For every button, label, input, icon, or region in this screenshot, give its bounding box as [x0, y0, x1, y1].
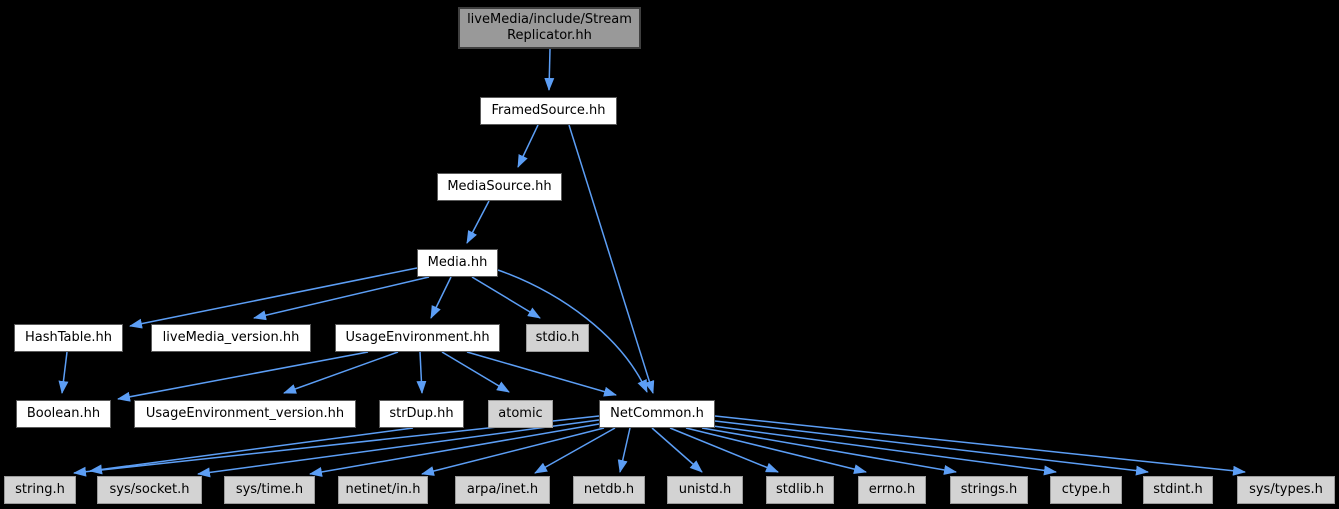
edge-hash_table-to-boolean — [58, 351, 69, 394]
node-label: string.h — [15, 482, 65, 498]
edge-net_common-to-errno_h — [685, 427, 867, 475]
edge-net_common-to-arpa_inet_h — [534, 427, 616, 474]
node-atomic: atomic — [488, 400, 553, 428]
node-label: NetCommon.h — [610, 406, 704, 422]
node-label: stdio.h — [535, 330, 580, 346]
node-string-h: string.h — [4, 476, 76, 504]
node-media-source[interactable]: MediaSource.hh — [437, 173, 562, 201]
edge-usage_environment-to-strdup — [416, 351, 427, 394]
node-label: sys/socket.h — [109, 482, 190, 498]
edge-media_source-to-media — [466, 200, 490, 244]
node-label: UsageEnvironment_version.hh — [145, 406, 345, 422]
node-label: stdint.h — [1153, 482, 1203, 498]
node-stdint-h: stdint.h — [1143, 476, 1213, 504]
node-label: UsageEnvironment.hh — [345, 330, 490, 346]
edge-strdup-to-string_h — [89, 427, 414, 475]
node-boolean[interactable]: Boolean.hh — [16, 400, 111, 428]
node-label: MediaSource.hh — [447, 179, 552, 195]
node-label: sys/types.h — [1249, 482, 1323, 498]
node-errno-h: errno.h — [858, 476, 926, 504]
node-label: HashTable.hh — [25, 330, 112, 346]
edge-framed_source-to-net_common — [568, 124, 655, 394]
edge-media-to-hash_table — [129, 267, 418, 329]
node-label-line1: liveMedia/include/Stream — [467, 12, 632, 28]
node-label: arpa/inet.h — [466, 482, 539, 498]
node-label: sys/time.h — [235, 482, 304, 498]
node-usage-environment-version[interactable]: UsageEnvironment_version.hh — [134, 400, 356, 428]
node-ctype-h: ctype.h — [1050, 476, 1122, 504]
node-sys-socket-h: sys/socket.h — [97, 476, 202, 504]
edge-media-to-stdio_h — [471, 276, 541, 319]
node-livemedia-version[interactable]: liveMedia_version.hh — [151, 324, 311, 352]
node-label: unistd.h — [678, 482, 732, 498]
node-label: ctype.h — [1061, 482, 1111, 498]
node-label: netinet/in.h — [345, 482, 421, 498]
edge-usage_environment-to-usage_environment_version — [283, 351, 399, 394]
edge-net_common-to-sys_types_h — [714, 415, 1246, 476]
node-label: atomic — [498, 406, 543, 422]
node-net-common[interactable]: NetCommon.h — [599, 400, 715, 428]
edge-framed_source-to-media_source — [517, 124, 539, 168]
edge-stream_replicator-to-framed_source — [544, 48, 555, 91]
node-framed-source[interactable]: FramedSource.hh — [480, 97, 617, 125]
node-label: stdlib.h — [776, 482, 824, 498]
edge-net_common-to-ctype_h — [712, 425, 1057, 476]
edge-net_common-to-sys_socket_h — [197, 419, 600, 478]
node-stdlib-h: stdlib.h — [766, 476, 834, 504]
node-strdup[interactable]: strDup.hh — [379, 400, 464, 428]
node-label: FramedSource.hh — [491, 103, 606, 119]
node-label: Media.hh — [427, 255, 488, 271]
node-label-line2: Replicator.hh — [507, 28, 592, 43]
edge-net_common-to-unistd_h — [651, 427, 703, 473]
node-label: strings.h — [960, 482, 1018, 498]
node-stream-replicator: liveMedia/include/Stream Replicator.hh — [458, 7, 641, 49]
edge-net_common-to-sys_time_h — [309, 423, 600, 477]
node-unistd-h: unistd.h — [667, 476, 743, 504]
node-usage-environment[interactable]: UsageEnvironment.hh — [335, 324, 500, 352]
edge-net_common-to-netdb_h — [617, 427, 631, 473]
node-label: netdb.h — [583, 482, 635, 498]
node-label: Boolean.hh — [26, 406, 101, 422]
node-stdio-h: stdio.h — [526, 324, 589, 352]
node-arpa-inet-h: arpa/inet.h — [455, 476, 550, 504]
node-sys-time-h: sys/time.h — [224, 476, 315, 504]
edge-media-to-livemedia_version — [253, 276, 430, 321]
node-sys-types-h: sys/types.h — [1237, 476, 1335, 504]
edge-net_common-to-strings_h — [701, 427, 957, 475]
edge-usage_environment-to-boolean — [117, 351, 369, 402]
node-hash-table[interactable]: HashTable.hh — [14, 324, 123, 352]
node-label: liveMedia_version.hh — [162, 330, 300, 346]
node-media[interactable]: Media.hh — [417, 249, 498, 277]
edge-media-to-usage_environment — [430, 276, 452, 319]
edge-net_common-to-stdint_h — [714, 420, 1149, 476]
edge-net_common-to-netinet_in_h — [421, 427, 605, 476]
node-strings-h: strings.h — [950, 476, 1028, 504]
edge-net_common-to-stdlib_h — [669, 427, 779, 473]
node-netinet-in-h: netinet/in.h — [338, 476, 428, 504]
edge-usage_environment-to-net_common — [466, 351, 617, 397]
node-netdb-h: netdb.h — [573, 476, 645, 504]
node-label: strDup.hh — [389, 406, 454, 422]
edge-usage_environment-to-atomic — [441, 351, 510, 393]
node-label: errno.h — [868, 482, 916, 498]
